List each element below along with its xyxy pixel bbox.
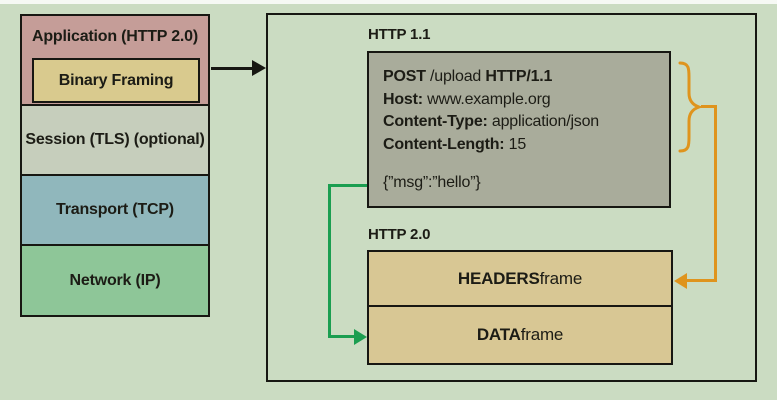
request-body: {”msg”:”hello”} <box>383 174 481 191</box>
data-connector-line <box>331 335 355 338</box>
request-line: Content-Type: application/json <box>383 111 657 134</box>
binary-framing-label: Binary Framing <box>58 71 174 89</box>
content-length-header-name: Content-Length: <box>383 135 505 153</box>
layer-transport: Transport (TCP) <box>20 174 210 246</box>
headers-brace-icon <box>678 61 703 153</box>
framing-panel <box>266 13 757 382</box>
data-frame-label-bold: DATA <box>476 325 521 344</box>
request-path: /upload <box>425 68 486 85</box>
session-label: Session (TLS) (optional) <box>25 131 205 148</box>
data-frame-box: DATA frame <box>367 305 673 365</box>
data-connector-line <box>328 184 331 338</box>
host-header-name: Host: <box>383 90 423 108</box>
headers-frame-label: frame <box>539 268 583 288</box>
network-label: Network (IP) <box>69 271 161 289</box>
headers-connector-line <box>714 105 717 282</box>
headers-connector-line <box>701 105 717 108</box>
layer-session: Session (TLS) (optional) <box>20 104 210 176</box>
request-line: Host: www.example.org <box>383 89 657 112</box>
data-arrow-icon <box>354 328 367 345</box>
request-line: POST /upload HTTP/1.1 <box>383 66 657 89</box>
headers-arrow-icon <box>674 272 687 289</box>
http20-label: HTTP 2.0 <box>368 226 431 243</box>
data-connector-line <box>328 184 367 187</box>
request-line: Content-Length: 15 <box>383 134 657 157</box>
binary-framing-box: Binary Framing <box>32 58 200 103</box>
content-type-header-value: application/json <box>487 113 599 130</box>
layer-network: Network (IP) <box>20 244 210 317</box>
headers-frame-label-bold: HEADERS <box>457 268 540 288</box>
host-header-value: www.example.org <box>422 90 551 108</box>
http11-label: HTTP 1.1 <box>368 26 431 43</box>
application-label: Application (HTTP 2.0) <box>32 28 198 45</box>
request-method: POST <box>383 68 426 85</box>
transport-label: Transport (TCP) <box>56 201 174 218</box>
data-frame-label: frame <box>520 325 564 344</box>
headers-connector-line <box>687 279 717 282</box>
http11-request-box: POST /upload HTTP/1.1 Host: www.example.… <box>367 51 671 208</box>
stack-to-panel-arrow-icon <box>252 60 266 76</box>
request-version: HTTP/1.1 <box>485 68 553 85</box>
content-type-header-name: Content-Type: <box>383 113 488 130</box>
content-length-header-value: 15 <box>504 135 527 153</box>
top-edge-highlight <box>0 0 777 4</box>
headers-frame-box: HEADERS frame <box>367 250 673 307</box>
stack-to-panel-arrow-line <box>211 67 254 70</box>
